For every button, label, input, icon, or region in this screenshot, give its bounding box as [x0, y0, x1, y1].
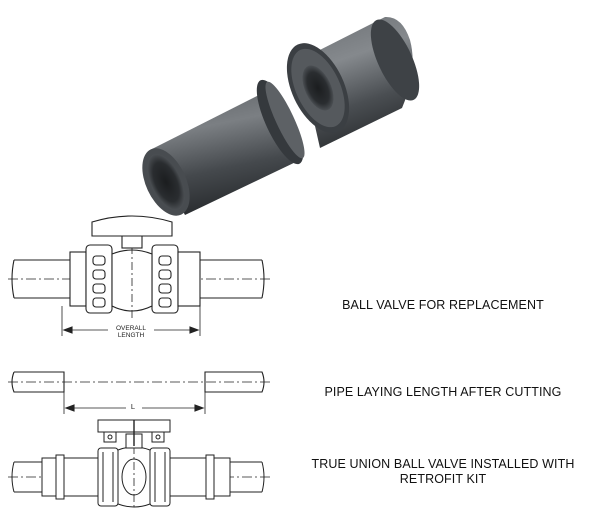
cut-pipe-drawing: [8, 371, 270, 414]
l-dimension-label: L: [131, 402, 135, 411]
caption-text: PIPE LAYING LENGTH AFTER CUTTING: [324, 385, 562, 399]
caption-line-1: TRUE UNION BALL VALVE INSTALLED WITH: [311, 457, 575, 471]
caption-ball-valve-replacement: BALL VALVE FOR REPLACEMENT: [300, 298, 586, 313]
caption-pipe-laying-length: PIPE LAYING LENGTH AFTER CUTTING: [300, 385, 586, 400]
caption-text: BALL VALVE FOR REPLACEMENT: [342, 298, 544, 312]
dimension-label-bg: [108, 323, 154, 338]
installed-valve-drawing: [8, 419, 270, 509]
caption-installed-with-kit: TRUE UNION BALL VALVE INSTALLED WITH RET…: [300, 457, 586, 487]
overall-label: OVERALL: [116, 325, 146, 332]
caption-line-2: RETROFIT KIT: [399, 472, 487, 486]
ball-valve-drawing: [8, 215, 270, 336]
retrofit-kit-photo: [142, 16, 420, 216]
l-label-bg: [126, 401, 142, 411]
length-label: LENGTH: [118, 332, 145, 339]
